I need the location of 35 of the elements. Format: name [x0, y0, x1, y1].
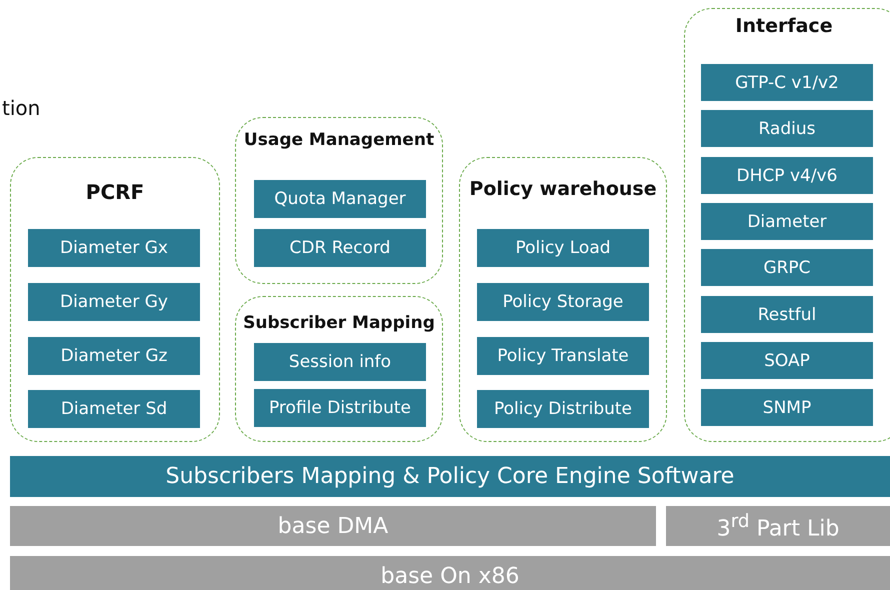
group-panel — [684, 8, 890, 442]
module-box: Diameter Sd — [28, 390, 200, 428]
group-title: Interface — [734, 15, 834, 37]
group-panel — [235, 117, 443, 284]
module-box: SOAP — [701, 342, 873, 379]
module-box: Policy Load — [477, 229, 649, 267]
group-title: Usage Management — [242, 130, 436, 150]
layer-bar: Subscribers Mapping & Policy Core Engine Software — [10, 456, 890, 497]
module-box: Policy Translate — [477, 337, 649, 375]
module-box: Restful — [701, 296, 873, 333]
group-panel — [459, 157, 667, 442]
module-box: Diameter — [701, 203, 873, 240]
group-title: PCRF — [84, 180, 146, 204]
group-panel — [235, 296, 443, 442]
module-box: Policy Distribute — [477, 390, 649, 428]
layer-bar: base DMA — [10, 506, 656, 546]
module-box: Session info — [254, 343, 426, 381]
module-box: Diameter Gx — [28, 229, 200, 267]
module-box: Diameter Gz — [28, 337, 200, 375]
module-box: SNMP — [701, 389, 873, 426]
module-box: Radius — [701, 110, 873, 147]
module-box: CDR Record — [254, 229, 426, 267]
group-title: Policy warehouse — [468, 178, 658, 200]
module-box: Policy Storage — [477, 283, 649, 321]
module-box: Diameter Gy — [28, 283, 200, 321]
module-box: Profile Distribute — [254, 389, 426, 427]
layer-bar: base On x86 — [10, 556, 890, 590]
layer-bar: 3$^{rd}$ Part Lib — [666, 506, 890, 546]
module-box: Quota Manager — [254, 180, 426, 218]
group-title: Subscriber Mapping — [242, 313, 436, 333]
module-box: GRPC — [701, 249, 873, 286]
caption-text: tion — [2, 96, 40, 120]
module-box: DHCP v4/v6 — [701, 157, 873, 194]
module-box: GTP-C v1/v2 — [701, 64, 873, 101]
group-panel — [10, 157, 220, 442]
